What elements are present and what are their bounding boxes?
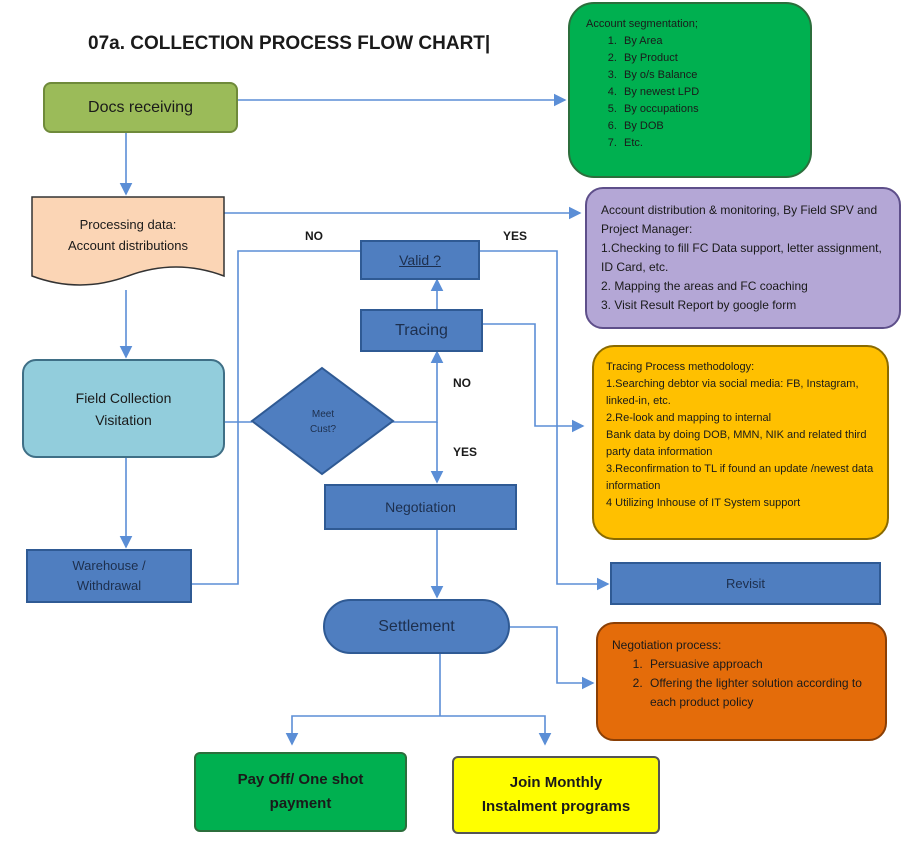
chart-title: 07a. COLLECTION PROCESS FLOW CHART| — [88, 33, 491, 54]
tracing-method-line: 2.Re-look and mapping to internal — [606, 412, 772, 424]
tracing-method-line: 1.Searching debtor via social media: FB,… — [606, 378, 859, 407]
connector-settlement-to-payoff — [285, 715, 440, 746]
segmentation-item: By o/s Balance — [620, 67, 794, 84]
processing-data-label-line1: Processing data: — [79, 217, 177, 232]
segmentation-item: By newest LPD — [620, 84, 794, 101]
negotiation-process-item: Persuasive approach — [646, 655, 871, 674]
processing-data-label-line2: Account distributions — [68, 238, 188, 253]
negotiation-label: Negotiation — [385, 499, 456, 515]
tracing-method-line: Bank data by doing DOB, MMN, NIK and rel… — [606, 429, 867, 458]
revisit-node: Revisit — [610, 562, 881, 605]
connector-valid-no-to-warehouse — [192, 250, 360, 585]
tracing-node: Tracing — [360, 309, 483, 352]
tracing-method-line: 3.Reconfirmation to TL if found an updat… — [606, 463, 874, 492]
revisit-label: Revisit — [725, 576, 765, 591]
docs-receiving-label: Docs receiving — [88, 98, 193, 116]
segmentation-heading: Account segmentation; — [586, 18, 698, 30]
warehouse-withdrawal-node: Warehouse / Withdrawal — [26, 549, 192, 603]
account-segmentation-note: Account segmentation; By Area By Product… — [568, 2, 812, 178]
meet-cust-node: Meet Cust? — [290, 398, 356, 446]
connector-settlement-to-negotiation-process — [510, 626, 595, 690]
connector-meet-no-to-tracing — [392, 350, 444, 423]
tracing-method-line: Tracing Process methodology: — [606, 361, 755, 373]
segmentation-list: By Area By Product By o/s Balance By new… — [586, 33, 794, 152]
tracing-method-line: 4 Utilizing Inhouse of IT System support — [606, 497, 801, 509]
meet-cust-label-line1: Meet — [311, 409, 335, 420]
join-monthly-label-line2: Instalment programs — [481, 798, 631, 815]
meet-cust-label-line2: Cust? — [309, 424, 337, 435]
settlement-node: Settlement — [323, 599, 510, 654]
docs-receiving-node: Docs receiving — [43, 82, 238, 133]
field-collection-node: Field Collection Visitation — [22, 359, 225, 458]
join-monthly-node: Join Monthly Instalment programs — [452, 756, 660, 834]
pay-off-label-line2: payment — [269, 795, 332, 812]
processing-data-node: Processing data: Account distributions — [31, 206, 225, 264]
field-collection-label-line1: Field Collection — [75, 389, 172, 406]
segmentation-item: By Area — [620, 33, 794, 50]
connector-settlement-to-monthly — [440, 715, 552, 746]
no-label-valid: NO — [305, 229, 323, 243]
negotiation-process-note: Negotiation process: Persuasive approach… — [596, 622, 887, 741]
join-monthly-label-line1: Join Monthly — [509, 774, 603, 791]
distribution-line: 2. Mapping the areas and FC coaching — [601, 279, 808, 293]
connector-tracing-to-method — [483, 323, 585, 433]
tracing-label: Tracing — [395, 321, 448, 339]
yes-label-valid: YES — [503, 229, 528, 243]
tracing-methodology-note: Tracing Process methodology: 1.Searching… — [592, 345, 889, 540]
valid-label: Valid ? — [399, 252, 441, 268]
segmentation-item: By occupations — [620, 101, 794, 118]
connector-valid-yes-to-revisit — [480, 250, 610, 591]
distribution-line: 1.Checking to fill FC Data support, lett… — [601, 241, 882, 274]
distribution-line: Account distribution & monitoring, By Fi… — [601, 203, 878, 236]
segmentation-item: Etc. — [620, 135, 794, 152]
field-collection-label-line2: Visitation — [95, 411, 152, 428]
negotiation-process-list: Persuasive approach Offering the lighter… — [612, 655, 871, 712]
valid-node: Valid ? — [360, 240, 480, 280]
warehouse-label-line1: Warehouse / — [72, 558, 146, 573]
pay-off-label-line1: Pay Off/ One shot — [237, 771, 364, 788]
distribution-line: 3. Visit Result Report by google form — [601, 298, 797, 312]
yes-label-meet: YES — [453, 445, 478, 459]
negotiation-node: Negotiation — [324, 484, 517, 530]
negotiation-process-item: Offering the lighter solution according … — [646, 674, 871, 712]
settlement-label: Settlement — [378, 617, 455, 635]
negotiation-process-heading: Negotiation process: — [612, 638, 722, 652]
no-label-meet: NO — [453, 376, 471, 390]
segmentation-item: By Product — [620, 50, 794, 67]
pay-off-node: Pay Off/ One shot payment — [194, 752, 407, 832]
meet-cust-diamond — [250, 366, 395, 476]
warehouse-label-line2: Withdrawal — [76, 578, 142, 593]
account-distribution-note: Account distribution & monitoring, By Fi… — [585, 187, 901, 329]
segmentation-item: By DOB — [620, 118, 794, 135]
processing-data-shape — [31, 196, 225, 286]
